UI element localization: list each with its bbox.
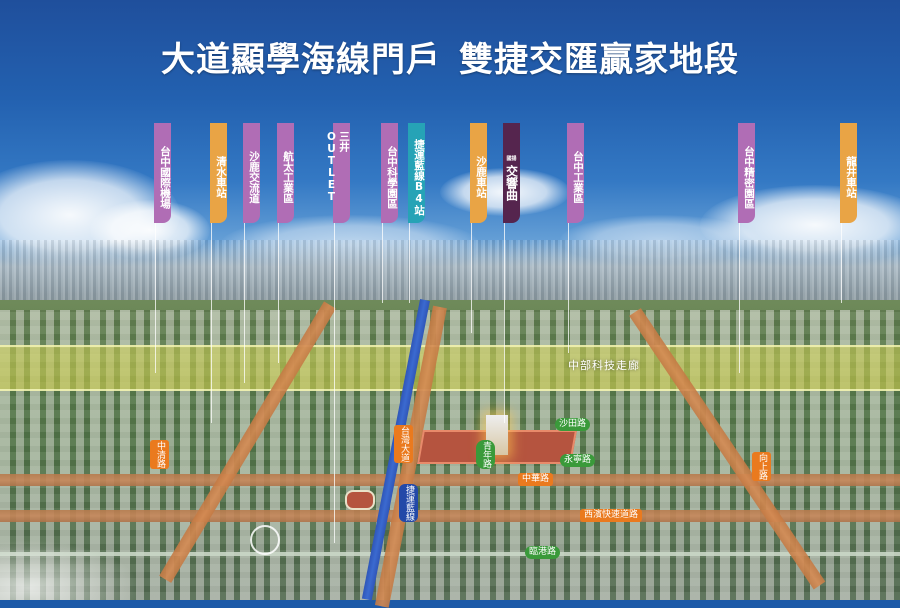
- flag-pole: [471, 123, 472, 333]
- tech-corridor-label: 中部科技走廊: [568, 359, 640, 372]
- headline-part-1: 大道顯學海線門戶: [161, 40, 441, 80]
- road-label-zhonghua: 中華路: [518, 473, 554, 486]
- xibin-expressway: [0, 510, 900, 522]
- project-name: 交響曲: [504, 165, 519, 202]
- flag-pole: [739, 123, 740, 373]
- ferris-wheel: [250, 525, 280, 555]
- road-label-linhai: 臨港路: [525, 546, 561, 559]
- road-label-yongning: 永寧路: [560, 454, 596, 467]
- landmark-flag-shalu-station: 沙鹿車站: [470, 123, 487, 223]
- road-label-taiwan-blvd: 台灣大道: [394, 425, 413, 463]
- landmark-flag-project: 國揚 交響曲: [503, 123, 520, 223]
- landmark-flag-longjing-station: 龍井車站: [840, 123, 857, 223]
- road-label-metro-blue: 捷運藍線: [399, 484, 418, 522]
- tech-corridor-zone: [0, 345, 900, 391]
- landmark-flag-industrial-park: 台中工業區: [567, 123, 584, 223]
- flag-pole: [244, 123, 245, 383]
- headline-part-2: 雙捷交匯贏家地段: [459, 40, 739, 80]
- landmark-flag-metro-b4: 捷運藍線B4站: [408, 123, 425, 223]
- landmark-flag-qingshui-station: 清水車站: [210, 123, 227, 223]
- road-label-xiangshang: 向上路: [752, 452, 771, 481]
- road-label-zhongqing: 中清路: [150, 440, 169, 469]
- headline: 大道顯學海線門戶雙捷交匯贏家地段: [0, 32, 900, 81]
- flag-pole: [334, 123, 335, 543]
- flag-pole: [568, 123, 569, 353]
- flag-pole: [278, 123, 279, 363]
- landmark-flag-precision-park: 台中精密園區: [738, 123, 755, 223]
- flag-pole: [211, 123, 212, 423]
- road-label-xibin: 西濱快速道路: [580, 509, 643, 522]
- road-label-shatian: 沙田路: [555, 418, 591, 431]
- sports-field: [345, 490, 375, 510]
- landmark-flag-shalu-interchange: 沙鹿交流道: [243, 123, 260, 223]
- landmark-flag-science-park: 台中科學園區: [381, 123, 398, 223]
- flag-pole: [504, 123, 505, 423]
- landmark-flag-airport: 台中國際機場: [154, 123, 171, 223]
- landmark-flag-mitsui-outlet: 三井OUTLET: [326, 123, 350, 223]
- linhai-road: [0, 552, 900, 556]
- haze: [0, 540, 140, 600]
- road-label-qingnian: 青年路: [476, 440, 495, 469]
- project-brand: 國揚: [506, 155, 517, 162]
- landmark-flag-aerospace-park: 航太工業區: [277, 123, 294, 223]
- flag-pole: [155, 123, 156, 373]
